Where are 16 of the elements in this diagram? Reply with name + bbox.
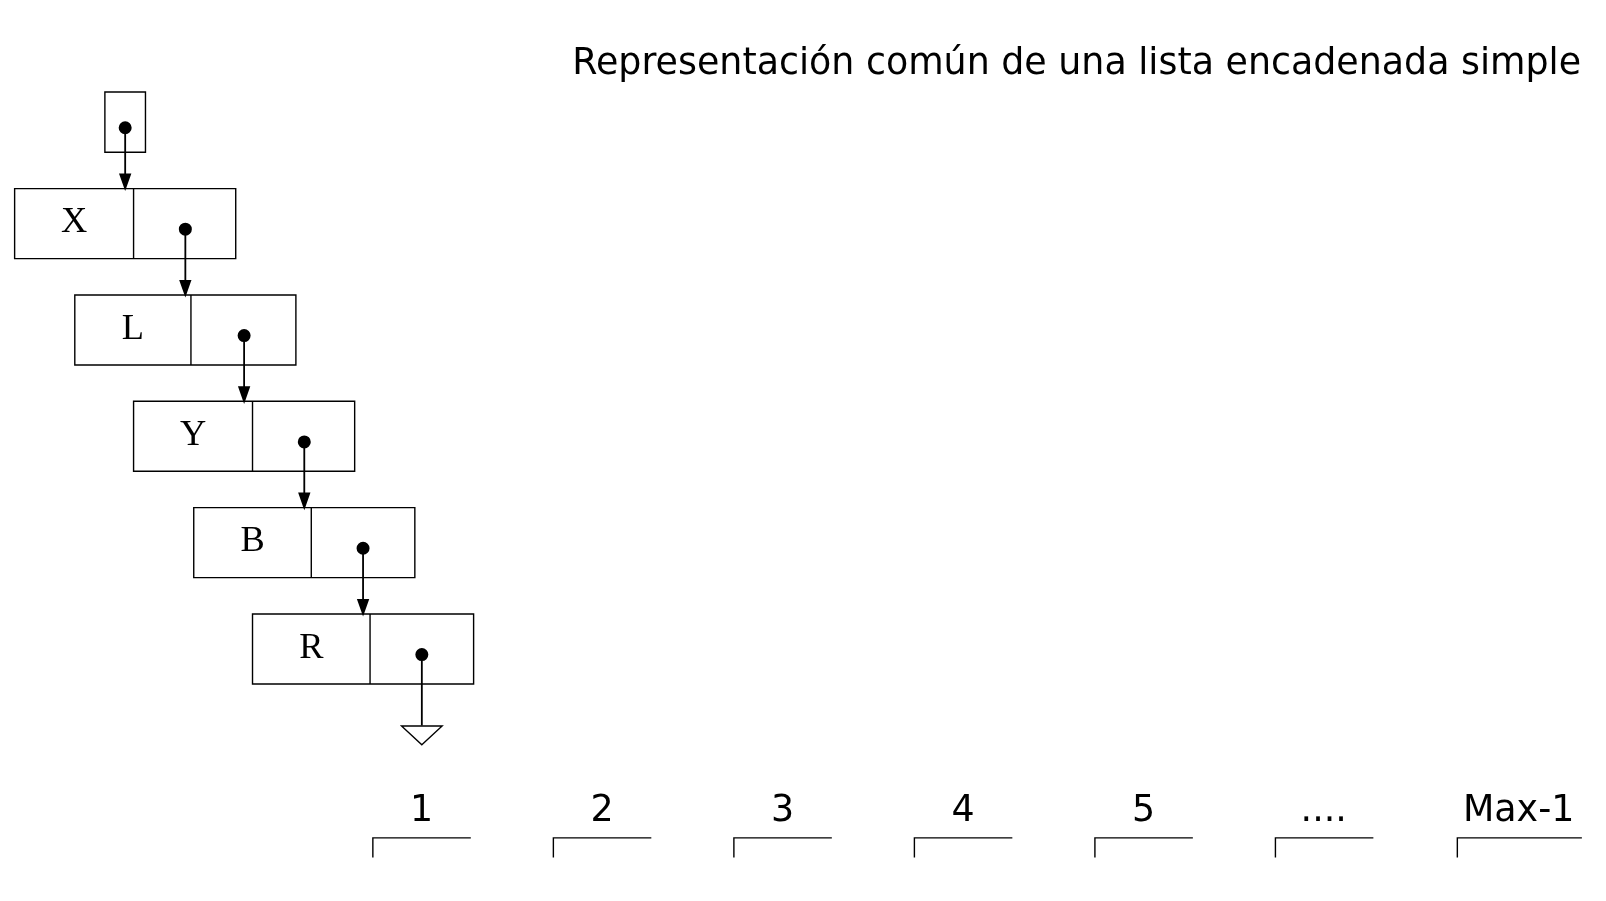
arrow bbox=[178, 222, 192, 298]
label: 3 bbox=[770, 786, 794, 830]
arrow bbox=[118, 120, 132, 191]
label: 5 bbox=[1131, 786, 1155, 830]
label: 1 bbox=[409, 786, 433, 830]
arrow bbox=[297, 434, 311, 510]
diagram-title: Representación común de una lista encadenada simple bbox=[571, 39, 1581, 83]
node-box bbox=[103, 90, 146, 153]
label: 4 bbox=[950, 786, 975, 830]
label: Max-1 bbox=[1462, 786, 1574, 830]
arrow bbox=[237, 328, 251, 404]
label: .... bbox=[1300, 786, 1347, 830]
node-ground bbox=[399, 724, 444, 746]
connector bbox=[414, 647, 428, 726]
label: 2 bbox=[589, 786, 614, 830]
arrow bbox=[356, 541, 370, 617]
